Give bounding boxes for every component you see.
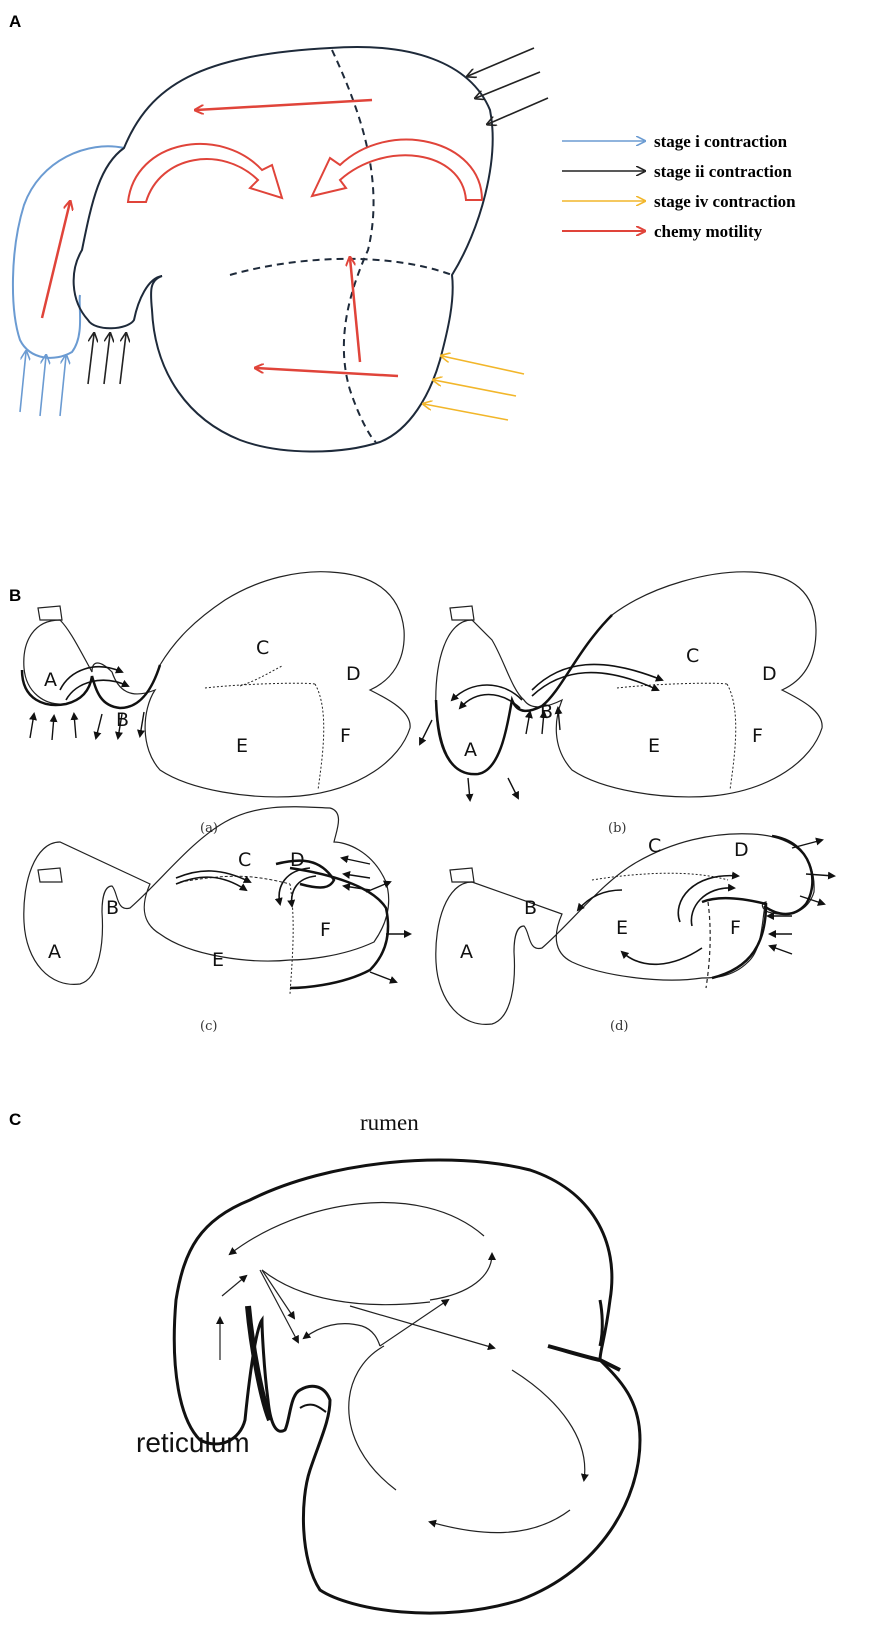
motility-arrow-top <box>196 98 373 110</box>
motility-arrow-bottom <box>256 368 399 378</box>
svg-text:F: F <box>320 919 331 941</box>
svg-text:C: C <box>238 849 251 871</box>
panel-label-c: C <box>9 1110 22 1129</box>
caption-subfigure-c: (c) <box>200 1019 217 1034</box>
stage-ii-arrow-2 <box>476 71 541 98</box>
reticulum-outline <box>11 145 125 359</box>
svg-text:F: F <box>730 917 741 939</box>
dashed-boundary-horizontal <box>229 257 453 276</box>
svg-text:D: D <box>346 663 361 685</box>
caption-subfigure-b: (b) <box>608 821 626 836</box>
curved-hollow-arrow-right <box>310 138 484 201</box>
legend-label-stage-ii: stage ii contraction <box>654 162 792 181</box>
svg-text:C: C <box>256 637 269 659</box>
panel-a-diagram: stage i contraction stage ii contraction… <box>11 46 796 453</box>
motility-arrow-reticulum <box>40 202 70 319</box>
panel-label-b: B <box>9 586 22 605</box>
stage-ii-arrow-1 <box>468 47 535 76</box>
legend: stage i contraction stage ii contraction… <box>562 132 796 241</box>
reticulum-wall <box>245 1305 273 1422</box>
stage-i-arrow-1 <box>19 352 26 413</box>
svg-text:A: A <box>48 941 61 963</box>
reticulum-fold <box>299 1403 327 1413</box>
svg-text:E: E <box>616 917 628 939</box>
svg-text:A: A <box>460 941 473 963</box>
svg-text:B: B <box>524 897 537 919</box>
stage-i-arrow-3 <box>59 356 66 417</box>
svg-text:E: E <box>648 735 660 757</box>
stage-i-arrow-2 <box>39 356 46 417</box>
caption-subfigure-d: (d) <box>610 1019 628 1034</box>
svg-text:D: D <box>762 663 777 685</box>
legend-label-stage-i: stage i contraction <box>654 132 788 151</box>
svg-text:B: B <box>116 709 129 731</box>
svg-text:F: F <box>340 725 351 747</box>
svg-text:B: B <box>106 897 119 919</box>
stage-ii-arrow-4 <box>87 334 94 385</box>
reticulum-label: reticulum <box>136 1427 250 1458</box>
subfigure-c: A B C D E F (c) <box>23 806 412 1034</box>
svg-text:E: E <box>212 949 224 971</box>
motility-arrow-vertical <box>350 258 362 363</box>
subfigure-a: A B C D E F (a) <box>20 571 411 836</box>
svg-text:A: A <box>44 669 57 691</box>
legend-label-stage-iv: stage iv contraction <box>654 192 796 211</box>
stage-ii-arrow-6 <box>119 334 126 385</box>
svg-text:F: F <box>752 725 763 747</box>
svg-text:A: A <box>464 739 477 761</box>
dashed-boundary-vertical <box>331 49 377 443</box>
svg-text:D: D <box>290 849 305 871</box>
stage-iv-arrow-3 <box>424 404 509 421</box>
legend-label-motility: chemy motility <box>654 222 763 241</box>
subfigure-b: A B C D E F (b) <box>419 571 823 836</box>
panel-c-diagram: rumen reticulum <box>136 1110 642 1615</box>
subfigure-d: A B C D E F (d) <box>435 833 836 1034</box>
svg-text:D: D <box>734 839 749 861</box>
svg-text:C: C <box>648 835 661 857</box>
stage-ii-arrow-3 <box>488 97 549 124</box>
caption-subfigure-a: (a) <box>200 821 218 836</box>
rumen-outline <box>72 46 494 453</box>
stage-iv-arrow-1 <box>442 356 525 375</box>
panel-label-a: A <box>9 12 22 31</box>
svg-text:E: E <box>236 735 248 757</box>
curved-hollow-arrow-left <box>126 142 284 203</box>
rumen-c-outline <box>172 1158 642 1615</box>
stage-ii-arrow-5 <box>103 334 110 385</box>
stage-iv-arrow-2 <box>434 380 517 397</box>
rumen-title: rumen <box>360 1110 419 1135</box>
svg-text:B: B <box>540 701 553 723</box>
svg-text:C: C <box>686 645 699 667</box>
